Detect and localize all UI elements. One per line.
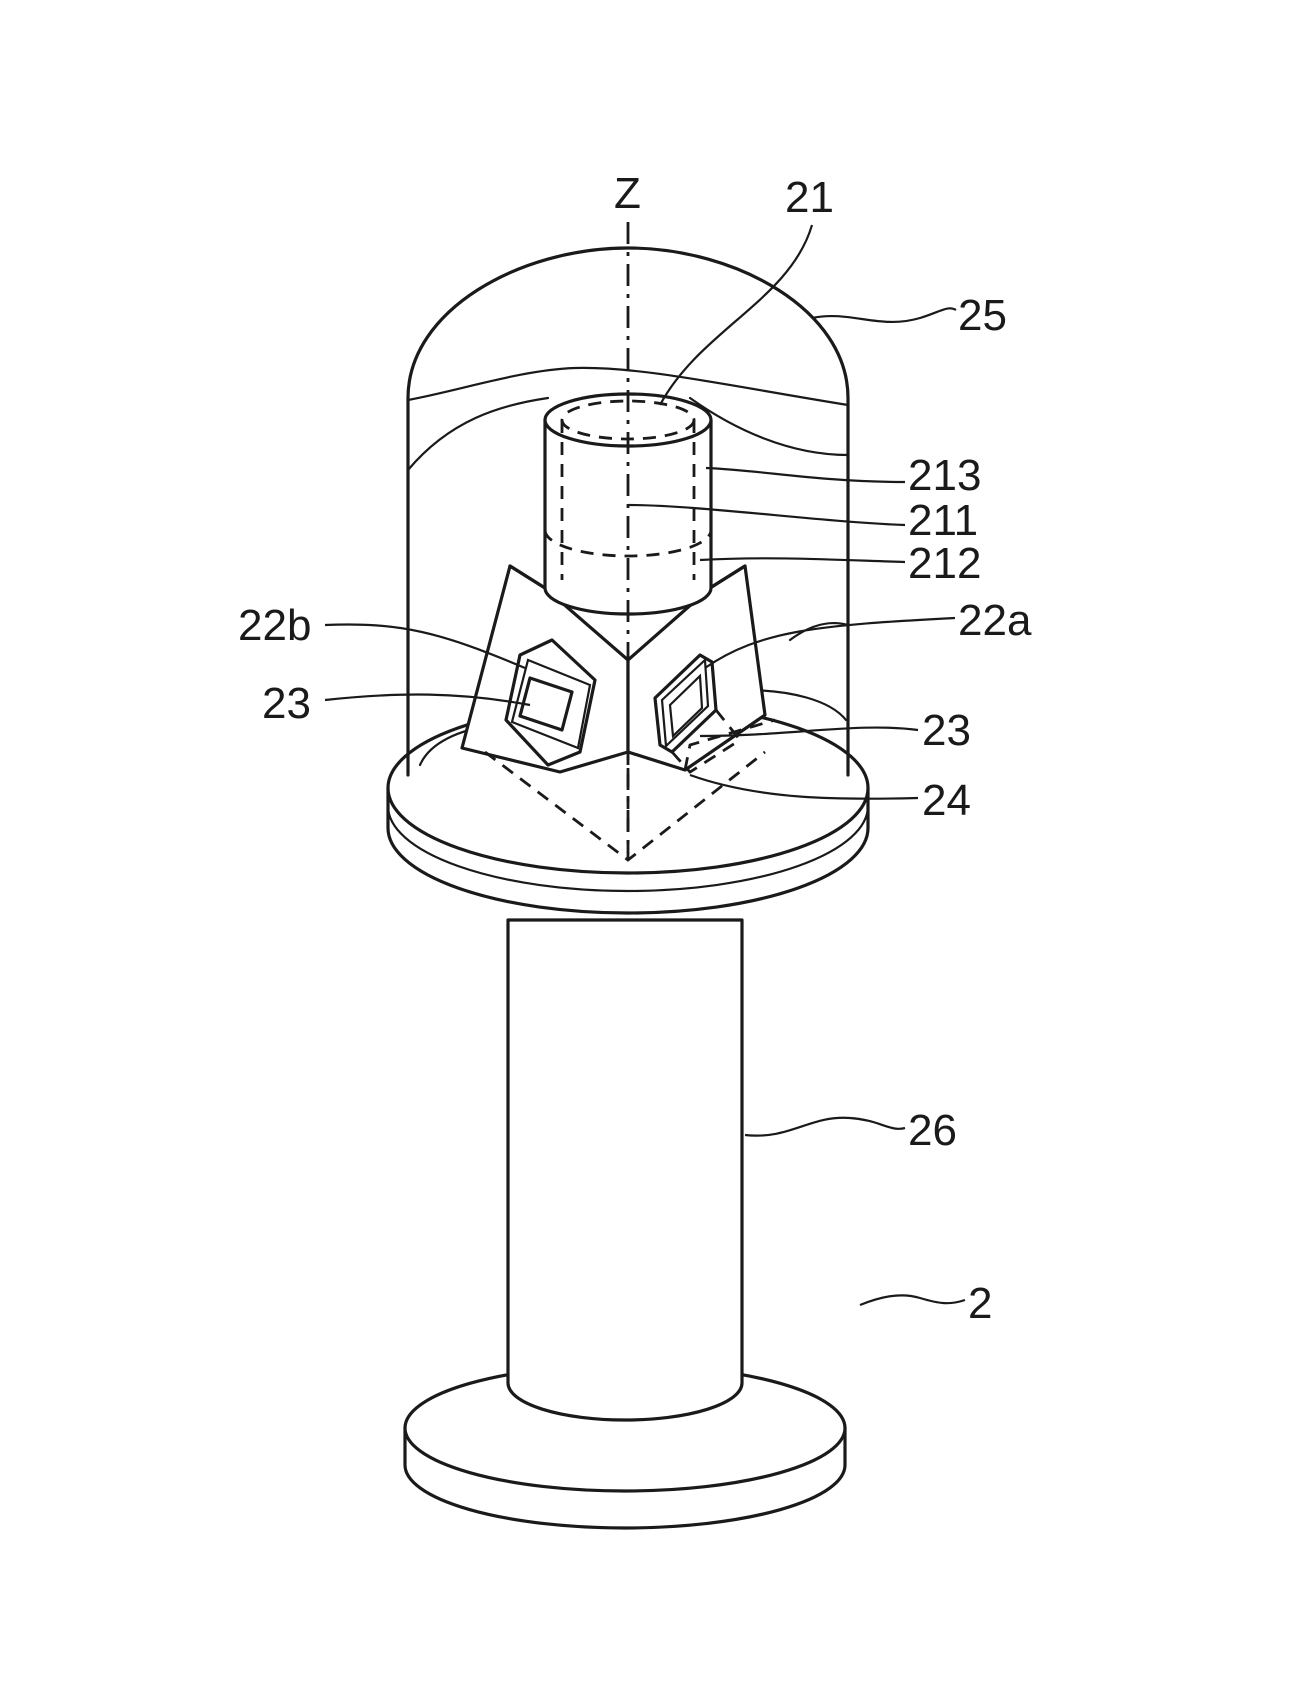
label-22b: 22b [238, 601, 311, 650]
label-23-right: 23 [922, 706, 971, 755]
leader-212 [700, 558, 905, 562]
label-axis-z: Z [614, 169, 641, 218]
leader-25 [812, 308, 956, 322]
label-26: 26 [908, 1106, 957, 1155]
label-22a: 22a [958, 596, 1032, 645]
leader-2 [860, 1295, 965, 1305]
label-21: 21 [785, 173, 834, 222]
stem-26 [508, 920, 742, 1420]
label-211: 211 [908, 496, 978, 545]
label-212: 212 [908, 539, 981, 588]
label-2: 2 [968, 1279, 992, 1328]
leader-213 [706, 468, 905, 482]
label-25: 25 [958, 291, 1007, 340]
label-24: 24 [922, 776, 971, 825]
label-213: 213 [908, 451, 981, 500]
label-23-left: 23 [262, 679, 311, 728]
leader-26 [745, 1118, 905, 1136]
